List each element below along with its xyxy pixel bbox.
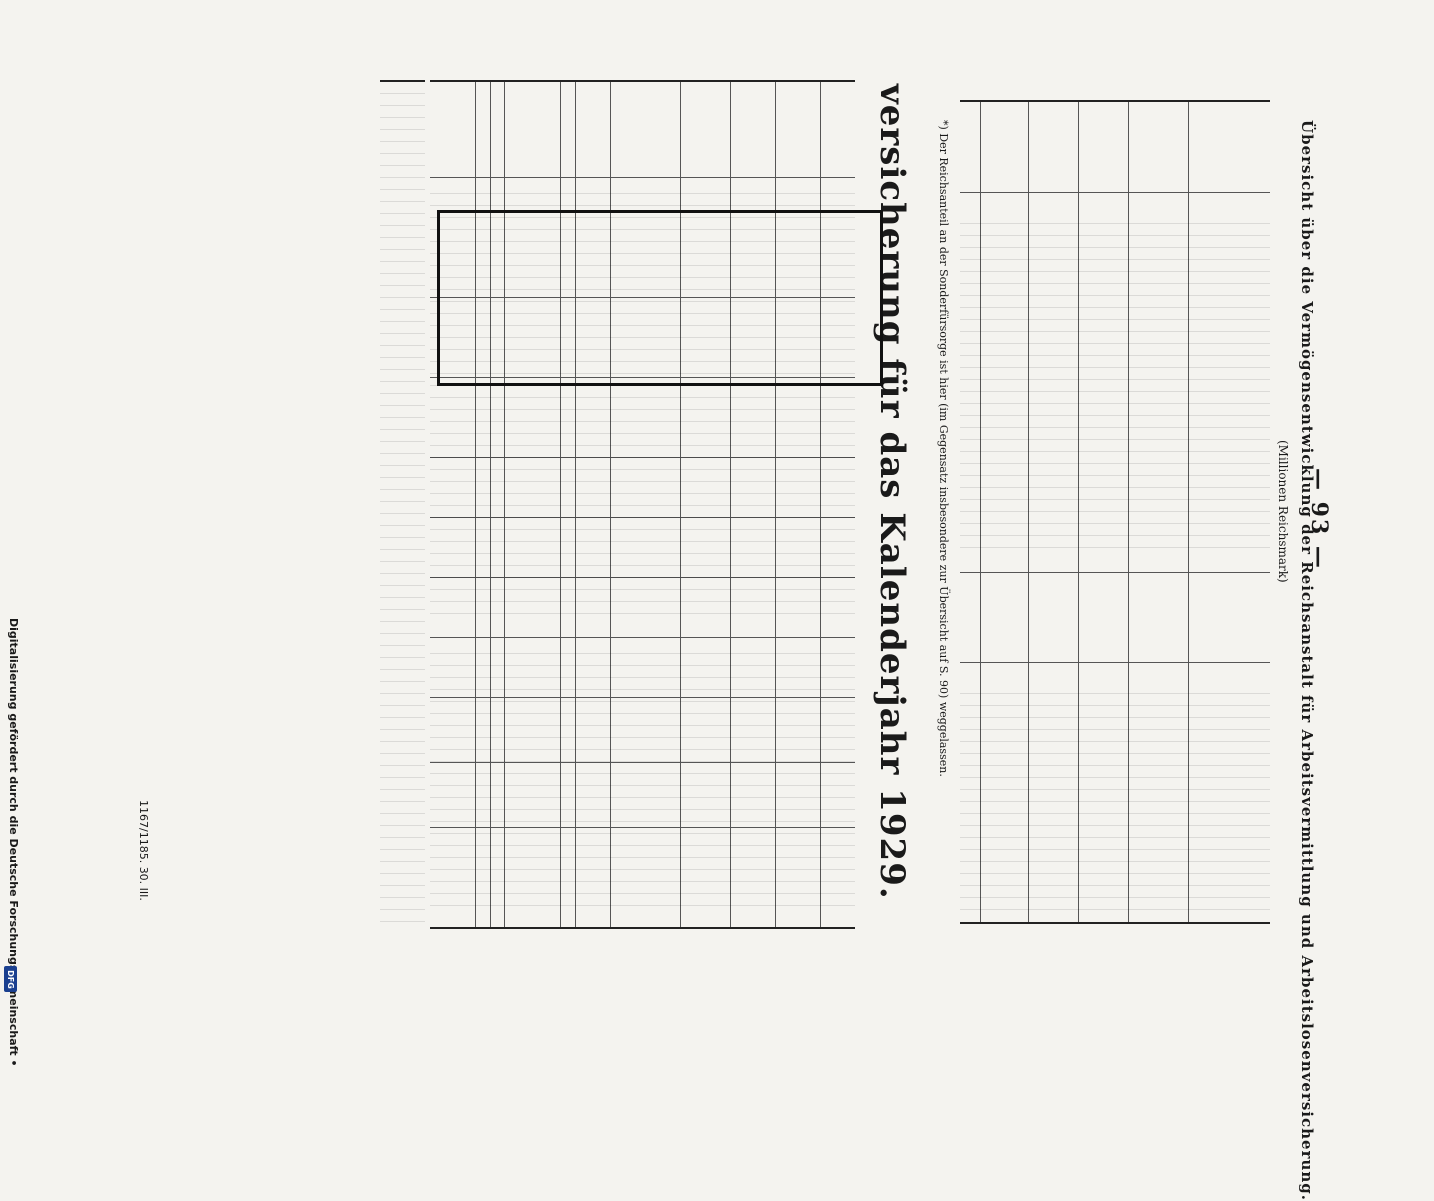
overview-title: Übersicht über die Vermögensentwicklung …	[1298, 120, 1316, 1201]
dfg-logo: DFG	[4, 966, 17, 992]
bottom-notes-block	[380, 80, 425, 927]
unit-note: (Millionen Reichsmark)	[1276, 440, 1290, 583]
insurance-expenditure-table	[430, 80, 855, 929]
document-page: — 93 — Übersicht über die Vermögensentwi…	[4, 80, 1332, 1201]
top-table-footnote: *) Der Reichsanteil an der Sonderfürsorg…	[937, 120, 950, 777]
archive-credit: Digitalisierung gefördert durch die Deut…	[7, 618, 20, 1067]
calendar-year-title: versicherung für das Kalenderjahr 1929.	[872, 84, 912, 900]
asset-development-table	[960, 100, 1270, 924]
plate-number: 1167/1185. 30. III.	[137, 800, 150, 901]
highlighted-columns-frame	[437, 210, 883, 386]
